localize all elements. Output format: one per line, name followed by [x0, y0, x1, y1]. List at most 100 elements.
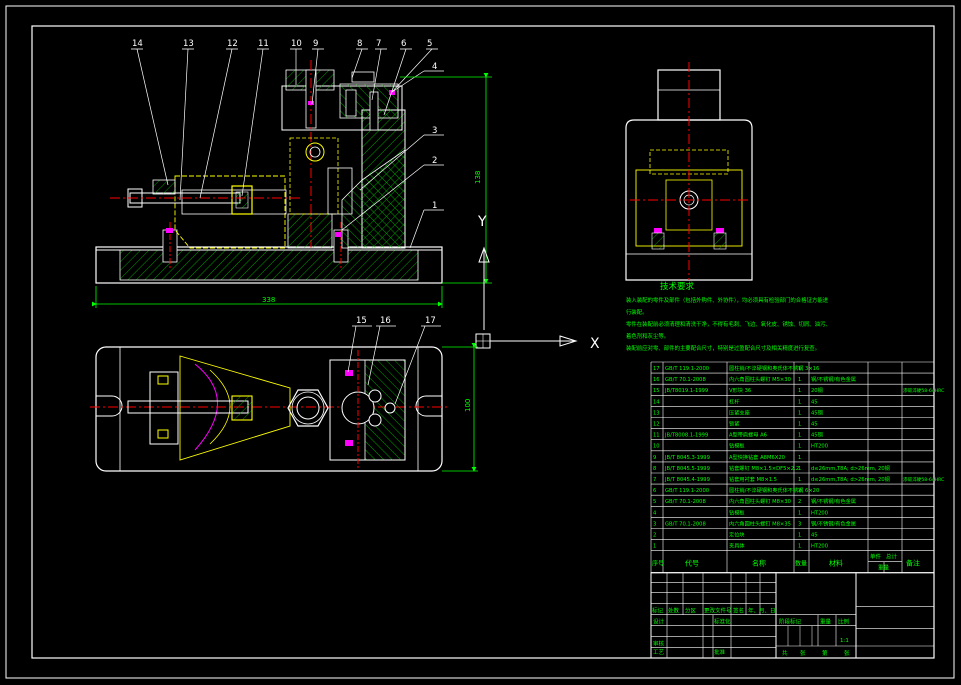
bom-index: 15: [653, 388, 660, 394]
leader-label-5: 5: [427, 39, 432, 49]
bom-header-remark: 备注: [906, 559, 920, 568]
leader-label-16: 16: [380, 316, 391, 326]
bom-name: 夹具体: [729, 542, 745, 550]
bom-qty: 2: [798, 499, 801, 505]
note-line: 装入装配的零件及部件（包括外购件、外协件），均必须具有检验部门的合格证方能进: [626, 296, 829, 304]
bom-qty: 1: [798, 366, 801, 372]
change-col: 分区: [685, 607, 697, 615]
bom-material: HT200: [811, 544, 828, 550]
bom-index: 4: [653, 510, 657, 516]
sheet-count-label: 第: [822, 649, 828, 657]
bom-name: A型快换钻套 A8M6X20: [729, 453, 785, 461]
bom-name: V形块 36: [729, 386, 751, 394]
leader-label-1: 1: [432, 201, 437, 211]
sheet-count-label: 张: [844, 649, 850, 657]
weight-label: 重量: [820, 618, 832, 626]
bom-header-name: 名称: [752, 559, 766, 568]
length-dimension-label: 338: [262, 296, 275, 304]
y-axis-indicator: Y: [477, 214, 490, 330]
bom-material: 45: [811, 399, 818, 405]
bom-index: 2: [653, 533, 656, 539]
bom-index: 11: [653, 433, 660, 439]
change-col: 年、月、日: [748, 607, 776, 615]
side-view: [625, 62, 753, 281]
bom-index: 8: [653, 466, 656, 472]
technical-notes: 技术要求 装入装配的零件及部件（包括外购件、外协件），均必须具有检验部门的合格证…: [626, 281, 831, 352]
bom-qty: 1: [798, 399, 801, 405]
bom-name: 钻模板: [729, 442, 745, 450]
bom-index: 1: [653, 544, 656, 550]
bom-material: 钢/不锈钢/有色金属: [811, 519, 856, 527]
stage-mark-label: 阶段标记: [779, 618, 802, 626]
bom-qty: 1: [798, 410, 801, 416]
bom-name: 圆柱销/不淬硬钢和奥氏体不锈钢 6×20: [729, 486, 819, 494]
bom-qty: 1: [798, 510, 801, 516]
bom-material: 20钢: [811, 386, 823, 394]
leader-label-3: 3: [432, 126, 437, 136]
note-line: 零件在装配前必须清理和清洗干净，不得有毛刺、飞边、氧化皮、锈蚀、切屑、油污、: [626, 320, 831, 328]
bom-name: 压紧支座: [729, 408, 750, 416]
title-block: 标记处数分区更改文件号签名年、月、日设计标准化审核工艺批准阶段标记重量比例1:1…: [650, 572, 935, 659]
bom-qty: 2: [798, 488, 801, 494]
sheet-count-label: 张: [800, 649, 806, 657]
bom-index: 17: [653, 366, 660, 372]
bom-code: JB/T8008.1-1999: [664, 433, 708, 439]
bom-remark: 渗碳淬硬58-64HRC: [903, 476, 944, 483]
bom-qty: 1: [798, 377, 801, 383]
bom-material: d≤26mm,T8A; d>26mm, 20钢: [811, 464, 890, 472]
outer-border: [5, 5, 955, 679]
leader-label-11: 11: [258, 39, 269, 49]
plan-height-label: 100: [464, 399, 472, 412]
bom-remark: 渗碳淬硬58-64HRC: [903, 387, 944, 394]
bom-code: JB/T 8045.5-1999: [664, 466, 710, 472]
process-label: 工艺: [653, 649, 665, 656]
bom-code: JB/T 8045.3-1999: [664, 455, 710, 461]
bom-name: 杠杆: [729, 397, 739, 405]
inner-frame: [31, 25, 935, 659]
bom-index: 6: [653, 488, 656, 494]
design-label: 设计: [653, 618, 665, 626]
x-axis-indicator: X: [475, 333, 600, 352]
bom-code: JB/T 8045.4-1999: [664, 477, 710, 483]
bom-code: GB/T 119.1-2000: [665, 366, 709, 372]
bom-header-qty: 数量: [795, 560, 807, 568]
bom-row: 1 夹具体 1 HT200: [653, 542, 828, 550]
bom-material: 钢/不锈钢/有色金属: [811, 375, 856, 383]
leader-label-6: 6: [401, 39, 406, 49]
leader-label-8: 8: [357, 39, 362, 49]
bom-name: 内六角圆柱头螺钉 M8×35: [729, 519, 791, 527]
leader-label-12: 12: [227, 39, 238, 49]
bom-index: 7: [653, 477, 656, 483]
approve-label: 批准: [714, 648, 726, 656]
change-col: 标记: [652, 607, 664, 615]
review-label: 审核: [653, 640, 665, 648]
change-col: 处数: [668, 607, 680, 615]
bom-qty: 1: [798, 444, 801, 450]
bom-qty: 1: [798, 533, 801, 539]
sheet-count-label: 共: [782, 649, 788, 657]
bom-code: GB/T 119.1-2000: [665, 488, 709, 494]
bom-row: 6 GB/T 119.1-2000 圆柱销/不淬硬钢和奥氏体不锈钢 6×202: [653, 486, 819, 494]
bom-name: 钻套螺钉 M8×1.5×DF5×2.2: [729, 464, 799, 472]
bom-material: 45: [811, 533, 818, 539]
bom-index: 16: [653, 377, 660, 383]
height-dimension-label: 138: [474, 171, 482, 184]
bom-code: GB/T 70.1-2008: [665, 499, 706, 505]
bom-header-index: 序号: [652, 560, 664, 568]
bom-qty: 1: [798, 544, 801, 550]
